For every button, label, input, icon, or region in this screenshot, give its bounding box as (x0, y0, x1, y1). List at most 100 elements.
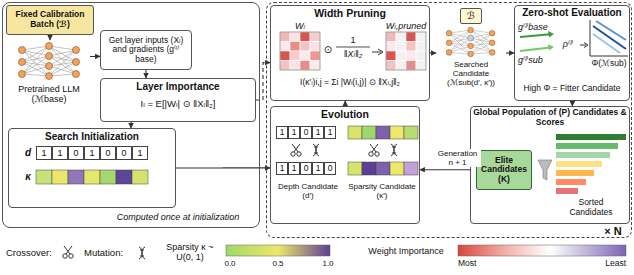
fraction-bar (336, 47, 370, 48)
edge-label: Generation n + 1 (435, 149, 481, 167)
scale-end: Most (458, 258, 488, 269)
node-title: ℬ (462, 10, 480, 22)
depth-cell: 1 (312, 162, 324, 175)
node-title: Zero-shot Evaluation (516, 7, 628, 19)
depth-cell: 1 (288, 126, 300, 139)
crossover-icon (291, 144, 301, 156)
operator: ⊙ (322, 44, 334, 56)
node-text: High Φ = Fitter Candidate (516, 84, 628, 94)
vector-symbol: d (22, 146, 34, 160)
pruned-matrix (386, 32, 426, 70)
network-links (22, 46, 76, 76)
node-title: Search Initialization (10, 131, 174, 143)
node-title: Evolution (272, 108, 418, 120)
fraction-num: 1 (336, 35, 370, 46)
node-text: I(κ′ₗ)i,j = Σi |Wₗ(i,j)| ⊙ ‖Xₗ,j‖₂ (272, 78, 428, 88)
legend-text: Weight Importance (358, 246, 454, 256)
search-loop-panel: Width PruningI(κ′ₗ)i,j = Σi |Wₗ(i,j)| ⊙ … (266, 2, 632, 238)
connector (430, 52, 436, 53)
sparsity-bar (36, 170, 148, 184)
connector (145, 70, 146, 78)
depth-cell: 1 (276, 162, 288, 175)
matrix-frame (280, 32, 320, 70)
pruned-network (446, 27, 495, 57)
layer-inputs-box: Get layer inputs (Xₗ) and gradients (g⁽ˡ… (100, 30, 192, 70)
population-box: Elite Candidates (K) Global Population of… (470, 106, 630, 224)
sparsity-gradient (226, 245, 330, 256)
matrix-frame (386, 32, 426, 70)
crossover-icon (63, 246, 73, 258)
elite-box: Elite Candidates (K) (476, 150, 532, 190)
connector (256, 63, 270, 100)
network-graph (19, 43, 80, 80)
connector (49, 35, 50, 40)
importance-gradient (458, 245, 626, 256)
crossover-icon (369, 144, 379, 156)
node-title: Pretrained LLM (ℳbase) (10, 84, 88, 105)
prune-arrow (372, 49, 383, 55)
depth-cell: 0 (68, 146, 84, 160)
scale-tick: 0.5 (266, 258, 290, 269)
llm-network (19, 43, 80, 80)
legend-text: Crossover: (6, 248, 62, 259)
search-init-box: Search Initialization (8, 128, 176, 208)
funnel-icon (538, 160, 552, 180)
node-title: × N (600, 225, 626, 238)
calibration-batch: Fixed Calibration Batch (ℬ) (6, 5, 94, 35)
depth-cell: 1 (52, 146, 68, 160)
pretrained-llm: Pretrained LLM (ℳbase) (8, 40, 90, 106)
node-text: Depth Candidate (d′) (274, 182, 342, 200)
scale-tick: 1.0 (316, 258, 340, 269)
score-arrow (580, 43, 588, 48)
matrix-label: Wₗ (280, 21, 320, 32)
legend-text: Mutation: (84, 248, 134, 259)
node-text: Sorted Candidates (556, 198, 626, 218)
node-title: Global Population of (P) Candidates & Sc… (472, 108, 628, 128)
batch-box: ℬ (460, 8, 482, 24)
node-title: Get layer inputs (Xₗ) and gradients (g⁽ˡ… (102, 36, 190, 65)
node-title: Searched Candidate (ℳsub(d′, κ′)) (438, 60, 504, 88)
node-title: Fixed Calibration Batch (ℬ) (8, 10, 92, 30)
network-units (19, 43, 80, 80)
depth-cell: 1 (84, 146, 100, 160)
gradient-label: g⁽ˡ⁾base (518, 22, 558, 33)
sparsity-rows (348, 126, 418, 175)
depth-cell: 1 (288, 162, 300, 175)
connector (176, 167, 270, 168)
pruned-unit (468, 35, 474, 41)
mutation-icon (139, 247, 145, 259)
node-text: Sparsity Candidate (κ′) (348, 182, 416, 200)
node-title: Elite Candidates (K) (478, 156, 530, 185)
mutation-icon (313, 144, 319, 156)
connector (506, 52, 514, 53)
searched-candidate: ℬ Searched Candidate (ℳsub(d′, κ′)) (436, 5, 506, 101)
correlation-label: ρ⁽ˡ⁾ (557, 39, 579, 50)
connector (420, 169, 470, 170)
depth-cell: 0 (300, 162, 312, 175)
depth-cell: 1 (324, 126, 336, 139)
depth-cell: 1 (36, 146, 52, 160)
depth-cell: 1 (132, 146, 148, 160)
node-title: Computed once at initialization (102, 212, 254, 222)
weight-matrix (280, 32, 320, 70)
scale-tick: 0.0 (218, 258, 242, 269)
depth-cell: 1 (276, 126, 288, 139)
zero-shot-box: Zero-shot EvaluationHigh Φ = Fitter Cand… (514, 5, 630, 101)
connector (90, 56, 100, 57)
depth-cell: 0 (100, 146, 116, 160)
gradient-vectors (520, 31, 554, 51)
layer-importance-box: Layer Importance Iₗ = E[|Wₗ| ⊙ ‖Xₗ‖₂] (100, 78, 256, 122)
gradient-label: g⁽ˡ⁾sub (518, 55, 558, 66)
init-panel: Fixed Calibration Batch (ℬ) Pretrained LL… (2, 2, 260, 228)
vector-symbol: κ (22, 170, 34, 184)
node-text: Iₗ = E[|Wₗ| ⊙ ‖Xₗ‖₂] (102, 99, 254, 110)
fraction-den: ‖Xₗ‖₂ (334, 49, 372, 60)
node-title: Width Pruning (272, 7, 428, 19)
plot-axes (590, 20, 628, 56)
legend-text: Sparsity κ ~ U(0, 1) (158, 242, 222, 263)
depth-cell: 0 (300, 126, 312, 139)
sorted-bars (556, 134, 626, 194)
scale-end: Least (596, 258, 626, 269)
matrix-label: Wₗ,pruned (382, 21, 430, 32)
node-title: Layer Importance (102, 81, 254, 93)
